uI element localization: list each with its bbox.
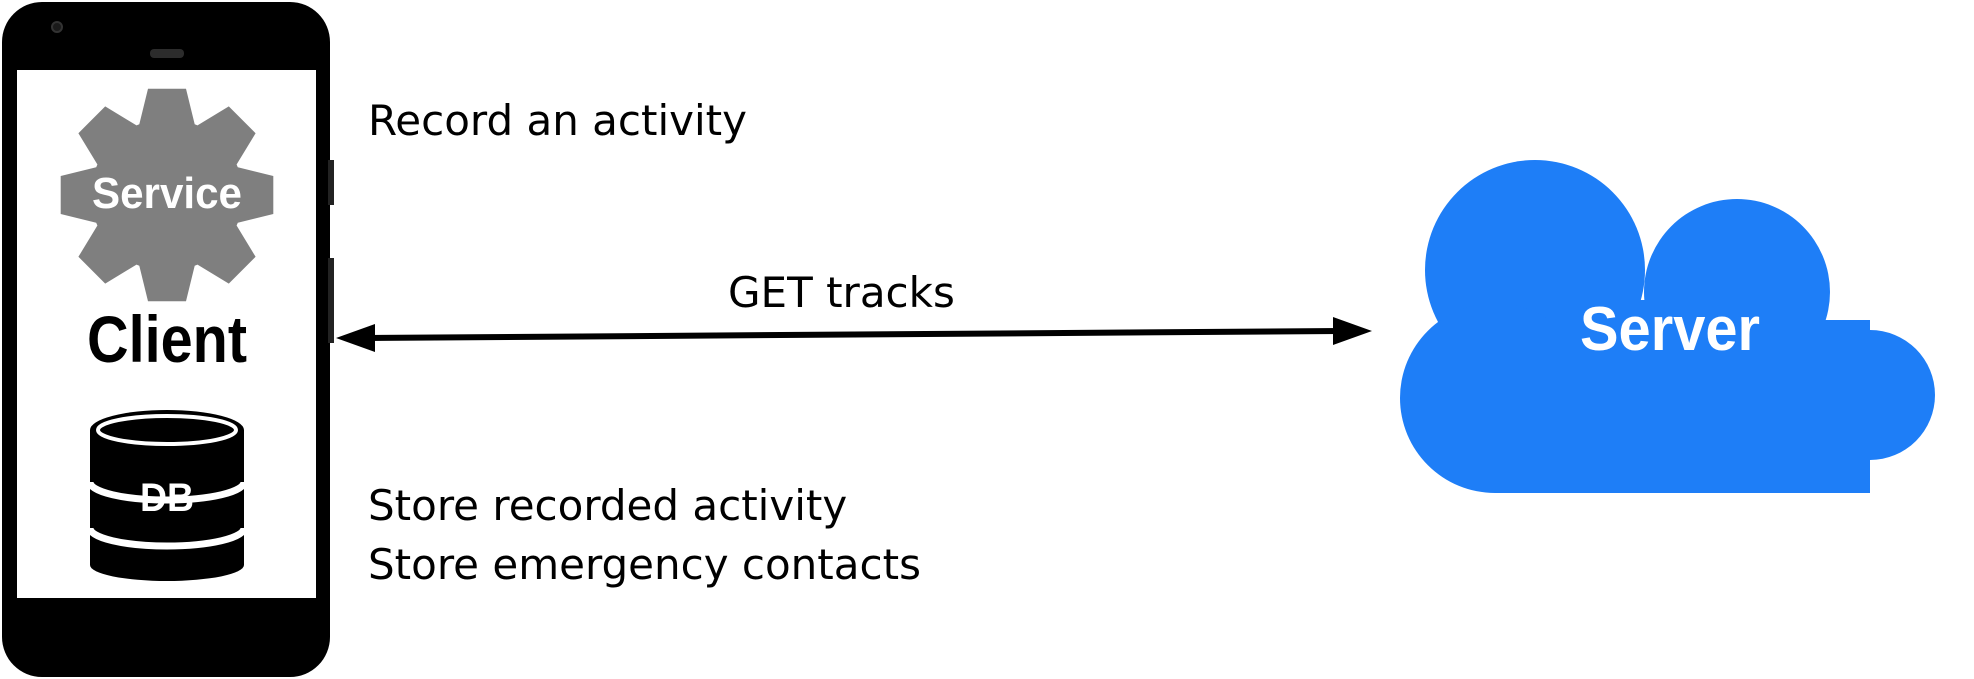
service-label: Service [92, 169, 242, 218]
server-cloud-icon [1400, 160, 1935, 493]
phone-speaker [150, 49, 184, 58]
store-recorded-activity-label: Store recorded activity [368, 481, 848, 530]
db-label: DB [140, 476, 194, 520]
client-label: Client [87, 302, 247, 376]
service-gear-icon [60, 88, 274, 302]
phone-camera [51, 21, 63, 33]
get-tracks-arrow [336, 317, 1372, 352]
phone-side-button-top [328, 160, 334, 205]
phone-side-button-bottom [328, 258, 334, 343]
database-icon [86, 410, 248, 581]
store-emergency-contacts-label: Store emergency contacts [368, 540, 921, 589]
get-tracks-label: GET tracks [728, 268, 955, 317]
server-label: Server [1580, 295, 1760, 364]
record-activity-label: Record an activity [368, 96, 747, 145]
phone-device: Service Client DB [2, 2, 334, 677]
arrow-head-left [336, 324, 375, 352]
arrow-head-right [1333, 317, 1372, 345]
